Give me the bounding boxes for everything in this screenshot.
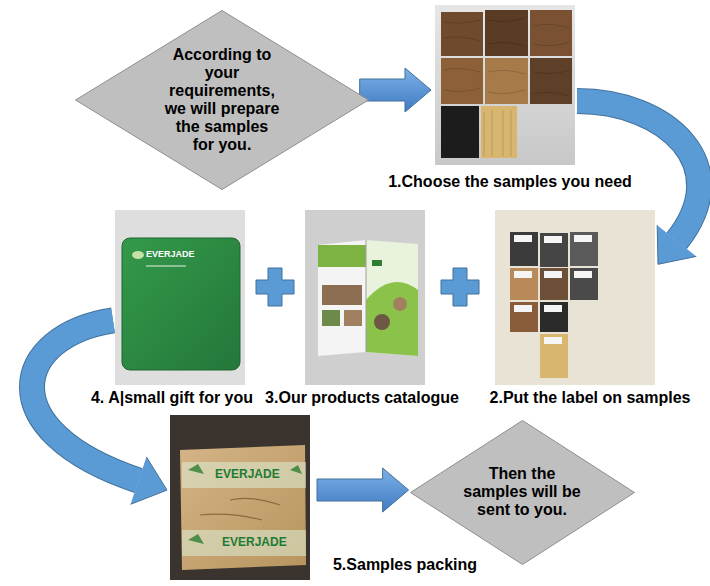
arrow-head [131,457,167,504]
caption-holder: 1.Choose the samples you need [388,172,632,192]
samples-photo [435,5,575,165]
labelled-samples-photo [514,305,532,312]
labelled-samples-photo [540,233,568,267]
catalogue-photo [374,314,390,330]
photo-step: 5.Samples packing [170,415,310,580]
catalogue-photo [322,285,362,305]
block-arrow [360,68,431,112]
decision-diamond: Then the samples will be sent to you. [410,420,635,565]
catalogue-photo [305,210,425,385]
labelled-samples-photo [544,337,562,344]
catalogue-photo [305,210,425,385]
labelled-samples-photo [514,271,532,278]
decision-diamond: According to your requirements, we will … [75,10,369,190]
package-photo [200,498,280,520]
arrow-head [657,225,696,264]
curved-arrow [577,101,699,241]
plus-sign [256,268,294,306]
samples-photo [441,106,479,158]
diamond-text: Then the samples will be sent to you. [457,465,587,519]
brand-text: EVERJADE [146,249,195,260]
samples-photo [435,5,575,165]
plus-sign [441,268,479,306]
package-photo [170,415,310,580]
catalogue-photo [318,245,366,267]
brand-text: EVERJADE [215,467,280,481]
step-caption: 4. A|small gift for you [91,388,253,408]
labelled-samples-photo [495,210,655,385]
labelled-samples-photo [510,302,538,332]
labelled-samples-photo [570,232,598,266]
caption-holder: 2.Put the label on samples [490,388,691,408]
mousepad-photo [115,210,245,385]
caption-holder: 4. A|small gift for you [91,388,253,408]
step-text: According to your requirements, we will … [164,46,281,153]
catalogue-photo [366,240,418,356]
step-text: Then the samples will be sent to you. [457,465,587,519]
curved-arrow [577,101,699,241]
photo-step: 4. A|small gift for you [115,210,245,385]
samples-photo [530,58,572,104]
photo-step: 1.Choose the samples you need [435,5,575,165]
photo-text-holder: EVERJADE [146,249,195,260]
samples-photo [441,58,483,104]
labelled-samples-photo [570,268,598,300]
curved-arrow [32,320,167,504]
samples-photo [481,106,517,158]
step-caption: 3.Our products catalogue [265,388,459,408]
labelled-samples-photo [540,334,568,378]
photo-step: 2.Put the label on samples [495,210,655,385]
caption-holder: 5.Samples packing [333,555,477,575]
package-photo [180,445,306,570]
mousepad-photo [132,251,144,259]
samples-photo [444,18,570,156]
catalogue-photo [393,297,407,311]
labelled-samples-photo [510,268,538,300]
catalogue-photo [366,282,418,356]
catalogue-photo [322,310,340,326]
samples-photo [530,10,572,56]
samples-photo [441,12,483,56]
photo-text-holder: EVERJADE [215,467,280,481]
labelled-samples-photo [544,271,562,278]
block-arrow [360,68,431,112]
catalogue-photo [366,240,367,352]
plus-sign [441,268,479,306]
labelled-samples-photo [574,235,592,242]
labelled-samples-photo [540,268,568,300]
mousepad-photo [146,265,186,267]
block-arrow [317,468,409,512]
brand-text: EVERJADE [222,535,287,549]
step-caption: 5.Samples packing [333,555,477,575]
catalogue-photo [344,310,362,326]
labelled-samples-photo [544,236,562,243]
labelled-samples-photo [544,305,562,312]
caption-holder: 3.Our products catalogue [265,388,459,408]
package-photo [188,464,302,544]
arrow-head [657,225,696,264]
labelled-samples-photo [510,232,538,266]
labelled-samples-photo [574,271,592,278]
samples-photo [485,58,528,104]
labelled-samples-photo [540,302,568,332]
diamond-outline [76,11,369,190]
step-caption: 1.Choose the samples you need [388,172,632,192]
block-arrow [317,468,409,512]
labelled-samples-photo [495,210,655,385]
step-caption: 2.Put the label on samples [490,388,691,408]
mousepad-photo [115,210,245,385]
photo-step: 3.Our products catalogue [305,210,425,385]
photo-text-holder: EVERJADE [222,535,287,549]
plus-sign [256,268,294,306]
package-photo [170,415,310,580]
diamond-text: According to your requirements, we will … [164,46,281,153]
arrow-head [131,457,167,504]
diamond-outline [410,420,634,564]
package-photo [182,462,306,488]
samples-photo [485,10,528,56]
labelled-samples-photo [514,235,532,242]
mousepad-photo [122,238,240,370]
catalogue-photo [372,260,382,266]
catalogue-photo [318,240,366,356]
